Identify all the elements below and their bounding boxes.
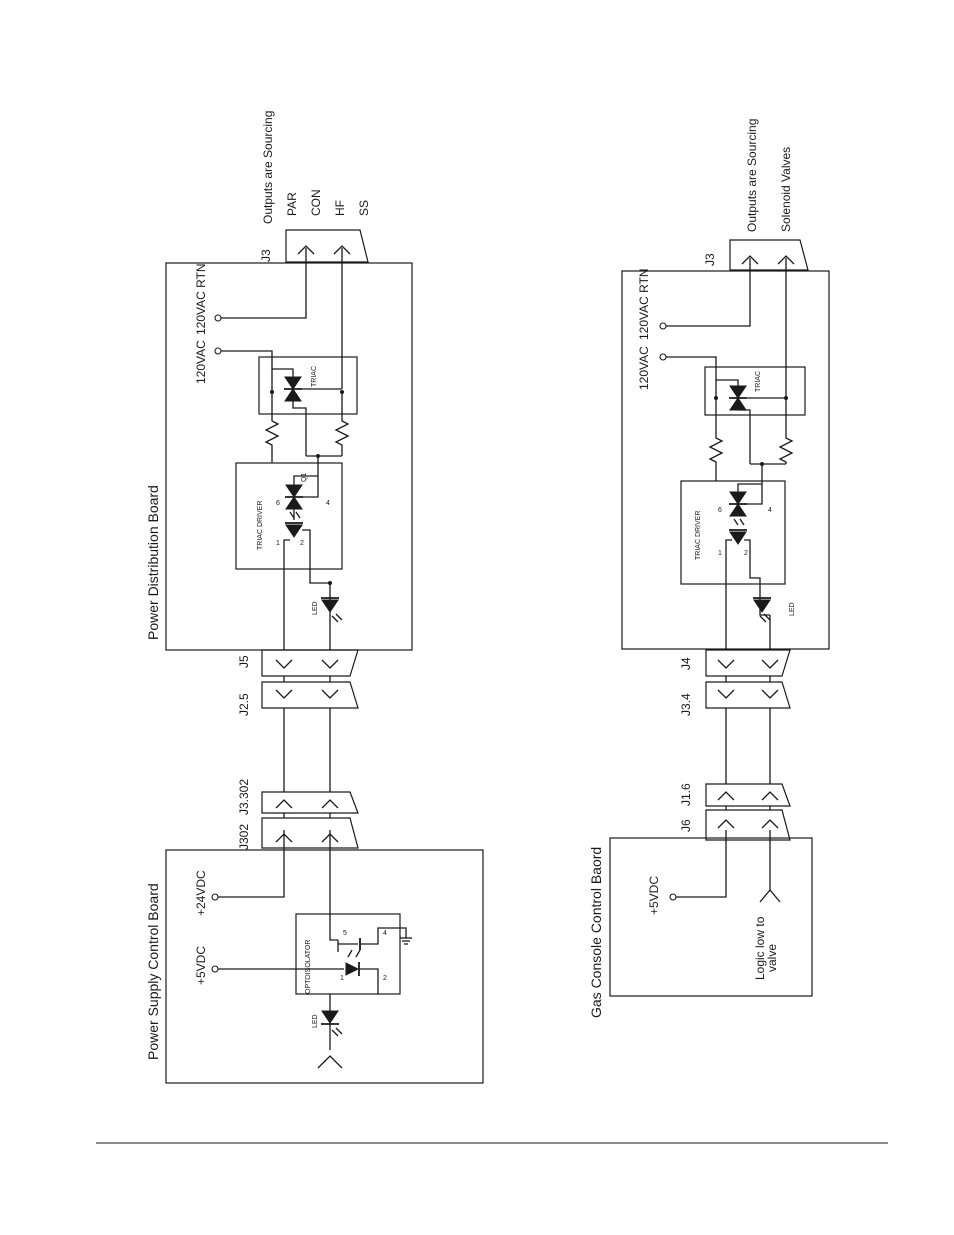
plus-24vdc-terminal — [211, 893, 219, 901]
lower-triac-driver-box — [680, 480, 786, 585]
upper-j3-connector: J3 Outputs are Sourcing PAR CON HF SS — [259, 111, 371, 263]
upper-outputs-title: Outputs are Sourcing — [261, 111, 275, 224]
lower-resistor-1-icon — [708, 398, 724, 481]
optoisolator-box — [295, 913, 401, 995]
lower-v120-terminal — [659, 353, 667, 361]
opto-led-diode-icon — [345, 962, 379, 994]
lower-led-icon — [753, 597, 771, 623]
v120-terminal — [214, 347, 222, 355]
td-pin4: 4 — [326, 500, 330, 507]
pdb-led-icon — [321, 597, 343, 623]
plus-5vdc-terminal — [211, 965, 219, 973]
conn-j5-label: J5 — [237, 655, 251, 668]
lower-triac-driver-diac-icon — [729, 491, 747, 517]
resistor-2-icon — [334, 392, 350, 456]
upper-conn-j3-label: J3 — [259, 249, 273, 262]
lower-conn-j3-label: J3 — [703, 253, 717, 266]
triac-driver-box — [235, 462, 343, 570]
lower-led-label: LED — [789, 602, 796, 616]
lower-td-pin6: 6 — [718, 507, 722, 514]
psb-led-icon — [321, 1010, 343, 1037]
conn-j4-label: J4 — [679, 657, 693, 670]
triac-driver-led-icon — [285, 511, 303, 538]
lower-triac-driver-label: TRIAC DRIVER — [695, 511, 702, 560]
lower-triac-driver-led-icon — [729, 518, 747, 545]
opto-pin4: 4 — [383, 930, 387, 937]
opto-pin1: 1 — [340, 975, 344, 982]
output-ss: SS — [357, 200, 371, 216]
lower-v120-rtn-label: 120VAC RTN — [637, 268, 651, 340]
resistor-1-icon — [264, 405, 280, 463]
psb-led-label: LED — [312, 1014, 319, 1028]
opto-phototransistor-icon — [337, 936, 379, 958]
gas-console-control-board: Gas Console Control Baord +5VDC Logic lo… — [588, 830, 813, 1018]
lower-plus-5vdc-label: +5VDC — [647, 876, 661, 915]
output-con: CON — [309, 189, 323, 216]
v120-label: 120VAC — [194, 340, 208, 384]
lower-triac-icon — [715, 379, 786, 464]
conn-j3-302-label: J3.302 — [237, 779, 251, 815]
output-par: PAR — [285, 192, 299, 216]
logic-note-line1: Logic low to — [753, 916, 767, 980]
v120-rtn-label: 120VAC RTN — [194, 263, 208, 335]
lower-v120-rtn-terminal — [659, 322, 667, 330]
power-distribution-board-label: Power Distribution Board — [145, 485, 161, 640]
conn-j1-6-label: J1.6 — [679, 783, 693, 806]
triac-label: TRIAC — [311, 366, 318, 387]
triac-driver-label: TRIAC DRIVER — [257, 501, 264, 550]
upper-connectors: J302 J3.302 J2.5 J5 — [237, 649, 359, 850]
lower-td-pin1: 1 — [718, 550, 722, 557]
conn-j6-label: J6 — [679, 819, 693, 832]
opto-pin5: 5 — [343, 930, 347, 937]
triac-box — [258, 356, 358, 415]
td-pin6: 6 — [276, 500, 280, 507]
lower-connectors: J6 J1.6 J3.4 J4 — [679, 649, 791, 841]
lower-outputs-sub: Solenoid Valves — [779, 147, 793, 232]
lower-distribution-board: LED TRIAC DRIVER 1 2 6 4 — [621, 258, 830, 650]
power-distribution-board: Power Distribution Board LED TRIAC DRIVE… — [145, 248, 413, 651]
triac-icon — [271, 368, 342, 456]
lower-j3-connector: J3 Outputs are Sourcing Solenoid Valves — [703, 119, 809, 271]
lower-triac-label: TRIAC — [755, 371, 762, 392]
lower-triac-box — [704, 366, 806, 416]
optoisolator-label: OPTOISOLATOR — [305, 940, 312, 994]
power-supply-board-label: Power Supply Control Board — [145, 883, 161, 1060]
opto-ground-icon — [377, 927, 412, 945]
logic-note-line2: valve — [765, 944, 779, 972]
lower-td-pin4: 4 — [768, 507, 772, 514]
output-hf: HF — [333, 200, 347, 216]
pdb-led-label: LED — [312, 601, 319, 615]
gas-console-board-label: Gas Console Control Baord — [588, 847, 604, 1018]
q1-label: Q1 — [301, 473, 308, 482]
conn-j3-4-label: J3.4 — [679, 693, 693, 716]
v120-rtn-terminal — [214, 314, 222, 322]
plus-24vdc-label: +24VDC — [194, 870, 208, 916]
td-pin1: 1 — [276, 540, 280, 547]
power-supply-control-board: Power Supply Control Board +5VDC +24VDC … — [145, 830, 484, 1084]
lower-outputs-title: Outputs are Sourcing — [745, 119, 759, 232]
conn-j302-label: J302 — [237, 824, 251, 850]
triac-driver-diac-icon — [285, 484, 303, 510]
plus-5vdc-label: +5VDC — [194, 946, 208, 985]
lower-v120-label: 120VAC — [637, 346, 651, 390]
conn-j2-5-label: J2.5 — [237, 693, 251, 716]
lower-td-pin2: 2 — [744, 550, 748, 557]
td-pin2: 2 — [300, 540, 304, 547]
lower-plus-5vdc-terminal — [669, 893, 677, 901]
opto-pin2: 2 — [383, 975, 387, 982]
lower-resistor-2-icon — [778, 398, 794, 464]
